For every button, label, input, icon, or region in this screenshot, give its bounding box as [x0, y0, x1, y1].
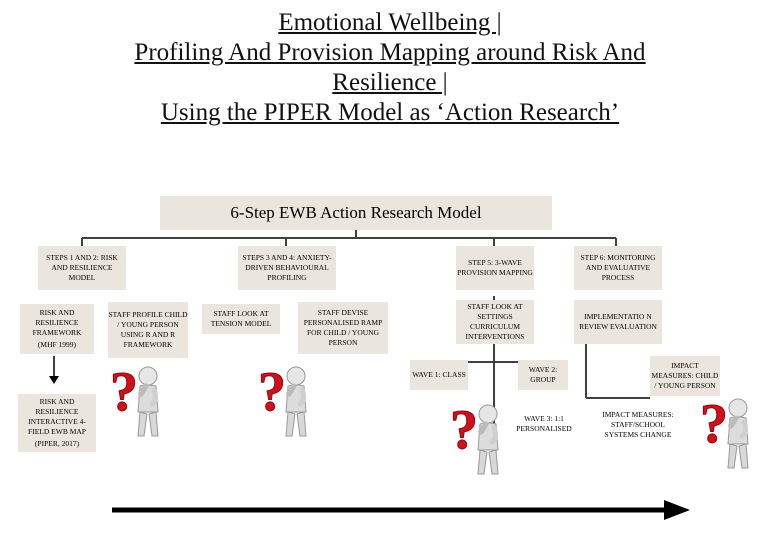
thinking-figure-icon	[450, 399, 498, 474]
impact-staff-label: IMPACT MEASURES: STAFF/SCHOOL SYSTEMS CH…	[602, 410, 674, 439]
title-line-2: Profiling And Provision Mapping around R…	[134, 39, 646, 66]
staff-look-tension-box: STAFF LOOK AT TENSION MODEL	[202, 304, 280, 334]
step-1-2-box: STEPS 1 AND 2: RISK AND RESILIENCE MODEL	[38, 246, 126, 290]
implementation-box: IMPLEMENTATIO N REVIEW EVALUATION	[574, 300, 662, 344]
step-5-label: STEP 5: 3-WAVE PROVISION MAPPING	[457, 258, 533, 277]
title-line-3: Resilience |	[332, 69, 448, 96]
title-line-1: Emotional Wellbeing |	[278, 9, 502, 36]
risk-framework-box: RISK AND RESILIENCE FRAMEWORK (MHF 1999)	[20, 304, 94, 354]
staff-devise-box: STAFF DEVISE PERSONALISED RAMP FOR CHILD…	[298, 302, 388, 354]
step-6-label: STEP 6: MONITORING AND EVALUATIVE PROCES…	[580, 253, 656, 282]
wave-1-label: WAVE 1: CLASS	[412, 370, 466, 379]
wave-2-box: WAVE 2: GROUP	[518, 360, 568, 390]
impact-child-label: IMPACT MEASURES: CHILD / YOUNG PERSON	[651, 361, 719, 390]
step-3-4-label: STEPS 3 AND 4: ANXIETY-DRIVEN BEHAVIOURA…	[242, 253, 332, 282]
title-line-4: Using the PIPER Model as ‘Action Researc…	[160, 99, 620, 126]
thinking-figure-icon	[110, 361, 158, 436]
risk-framework-ref: (MHF 1999)	[37, 340, 77, 349]
wave-3-label: WAVE 3: 1:1 PERSONALISED	[516, 414, 572, 433]
risk-map-label: RISK AND RESILIENCE INTERACTIVE 4-FIELD …	[28, 397, 86, 436]
thinking-figure-icon	[258, 361, 306, 436]
page-title: Emotional Wellbeing | Profiling And Prov…	[0, 8, 780, 128]
model-title-box: 6-Step EWB Action Research Model	[160, 196, 552, 230]
step-5-box: STEP 5: 3-WAVE PROVISION MAPPING	[456, 246, 534, 290]
risk-framework-label: RISK AND RESILIENCE FRAMEWORK	[32, 308, 82, 337]
step-1-2-label: STEPS 1 AND 2: RISK AND RESILIENCE MODEL	[46, 253, 118, 282]
staff-profile-label: STAFF PROFILE CHILD / YOUNG PERSON USING…	[108, 310, 188, 349]
impact-child-box: IMPACT MEASURES: CHILD / YOUNG PERSON	[650, 356, 720, 396]
risk-map-ref: (PIPER, 2017)	[34, 439, 80, 448]
staff-look-tension-label: STAFF LOOK AT TENSION MODEL	[210, 309, 272, 328]
wave-2-label: WAVE 2: GROUP	[528, 365, 558, 384]
step-6-box: STEP 6: MONITORING AND EVALUATIVE PROCES…	[574, 246, 662, 290]
step-3-4-box: STEPS 3 AND 4: ANXIETY-DRIVEN BEHAVIOURA…	[238, 246, 336, 290]
wave-1-box: WAVE 1: CLASS	[410, 360, 468, 390]
thinking-figure-icon	[700, 393, 748, 468]
implementation-label: IMPLEMENTATIO N REVIEW EVALUATION	[579, 312, 657, 331]
staff-look-settings-box: STAFF LOOK AT SETTINGS CURRICULUM INTERV…	[456, 300, 534, 344]
risk-map-box: RISK AND RESILIENCE INTERACTIVE 4-FIELD …	[18, 394, 96, 452]
staff-look-settings-label: STAFF LOOK AT SETTINGS CURRICULUM INTERV…	[465, 302, 525, 341]
staff-devise-label: STAFF DEVISE PERSONALISED RAMP FOR CHILD…	[303, 308, 383, 347]
staff-profile-box: STAFF PROFILE CHILD / YOUNG PERSON USING…	[108, 302, 188, 358]
